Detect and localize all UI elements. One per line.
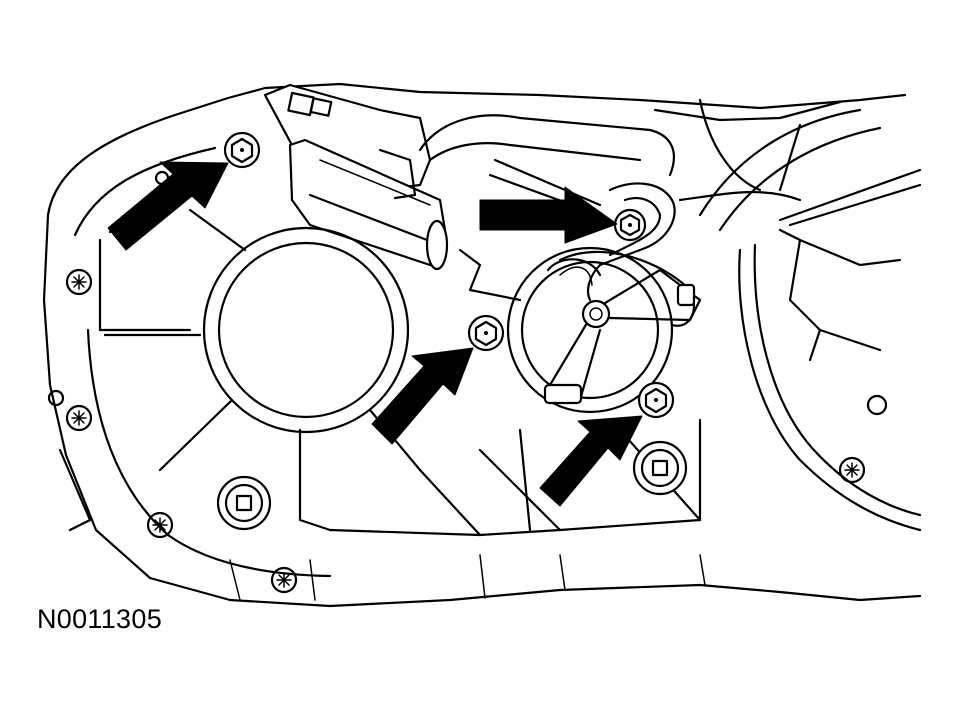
locating-hole [47,389,65,407]
asterisk-fastener [146,511,174,539]
bolt-top-left [223,131,261,169]
drain-plug [216,475,272,531]
bolt-sensor [613,208,647,242]
figure-id-label: N0011305 [37,604,163,634]
asterisk-fastener [270,566,298,594]
callout-arrow-lower-right [539,415,643,507]
lower-case-ribs [58,418,706,601]
asterisk-fastener [65,404,93,432]
callout-arrow-top-left [107,161,229,251]
right-case-section [653,98,922,532]
bolt-lower-right [637,381,675,419]
asterisk-fastener [65,268,93,296]
speed-sensor-assembly [506,246,702,414]
callout-arrow-center [371,347,474,445]
callout-arrow-sensor [479,186,618,244]
bolt-center [467,314,505,352]
shift-motor-housing [263,83,449,271]
fill-plug [632,440,688,496]
bearing-bore [103,208,422,472]
wiring-harness [378,114,802,302]
asterisk-fastener [838,456,866,484]
